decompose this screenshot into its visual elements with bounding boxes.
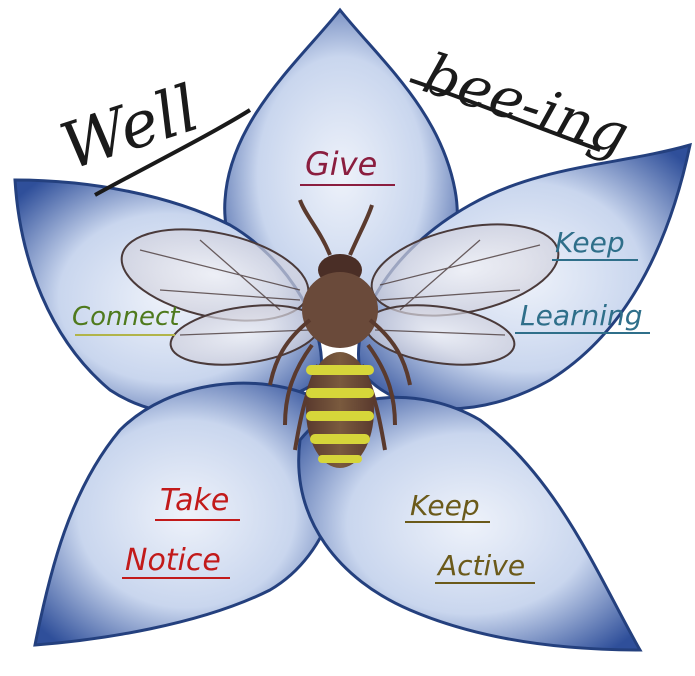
label-keep-active-line2: Active	[436, 549, 525, 582]
label-take-notice-line2: Notice	[125, 543, 221, 578]
title-word-well: Well	[52, 72, 207, 185]
label-take-notice-line1: Take	[160, 483, 229, 518]
label-keep-active-line1: Keep	[410, 489, 480, 522]
bee-abdomen	[306, 352, 374, 468]
label-give: Give	[305, 145, 377, 183]
label-connect: Connect	[72, 302, 180, 332]
label-keep-learning-line2: Learning	[520, 299, 643, 332]
label-keep-learning-line1: Keep	[555, 226, 625, 259]
bee-thorax	[302, 272, 378, 348]
title-word-bee-ing: bee-ing	[416, 41, 637, 168]
